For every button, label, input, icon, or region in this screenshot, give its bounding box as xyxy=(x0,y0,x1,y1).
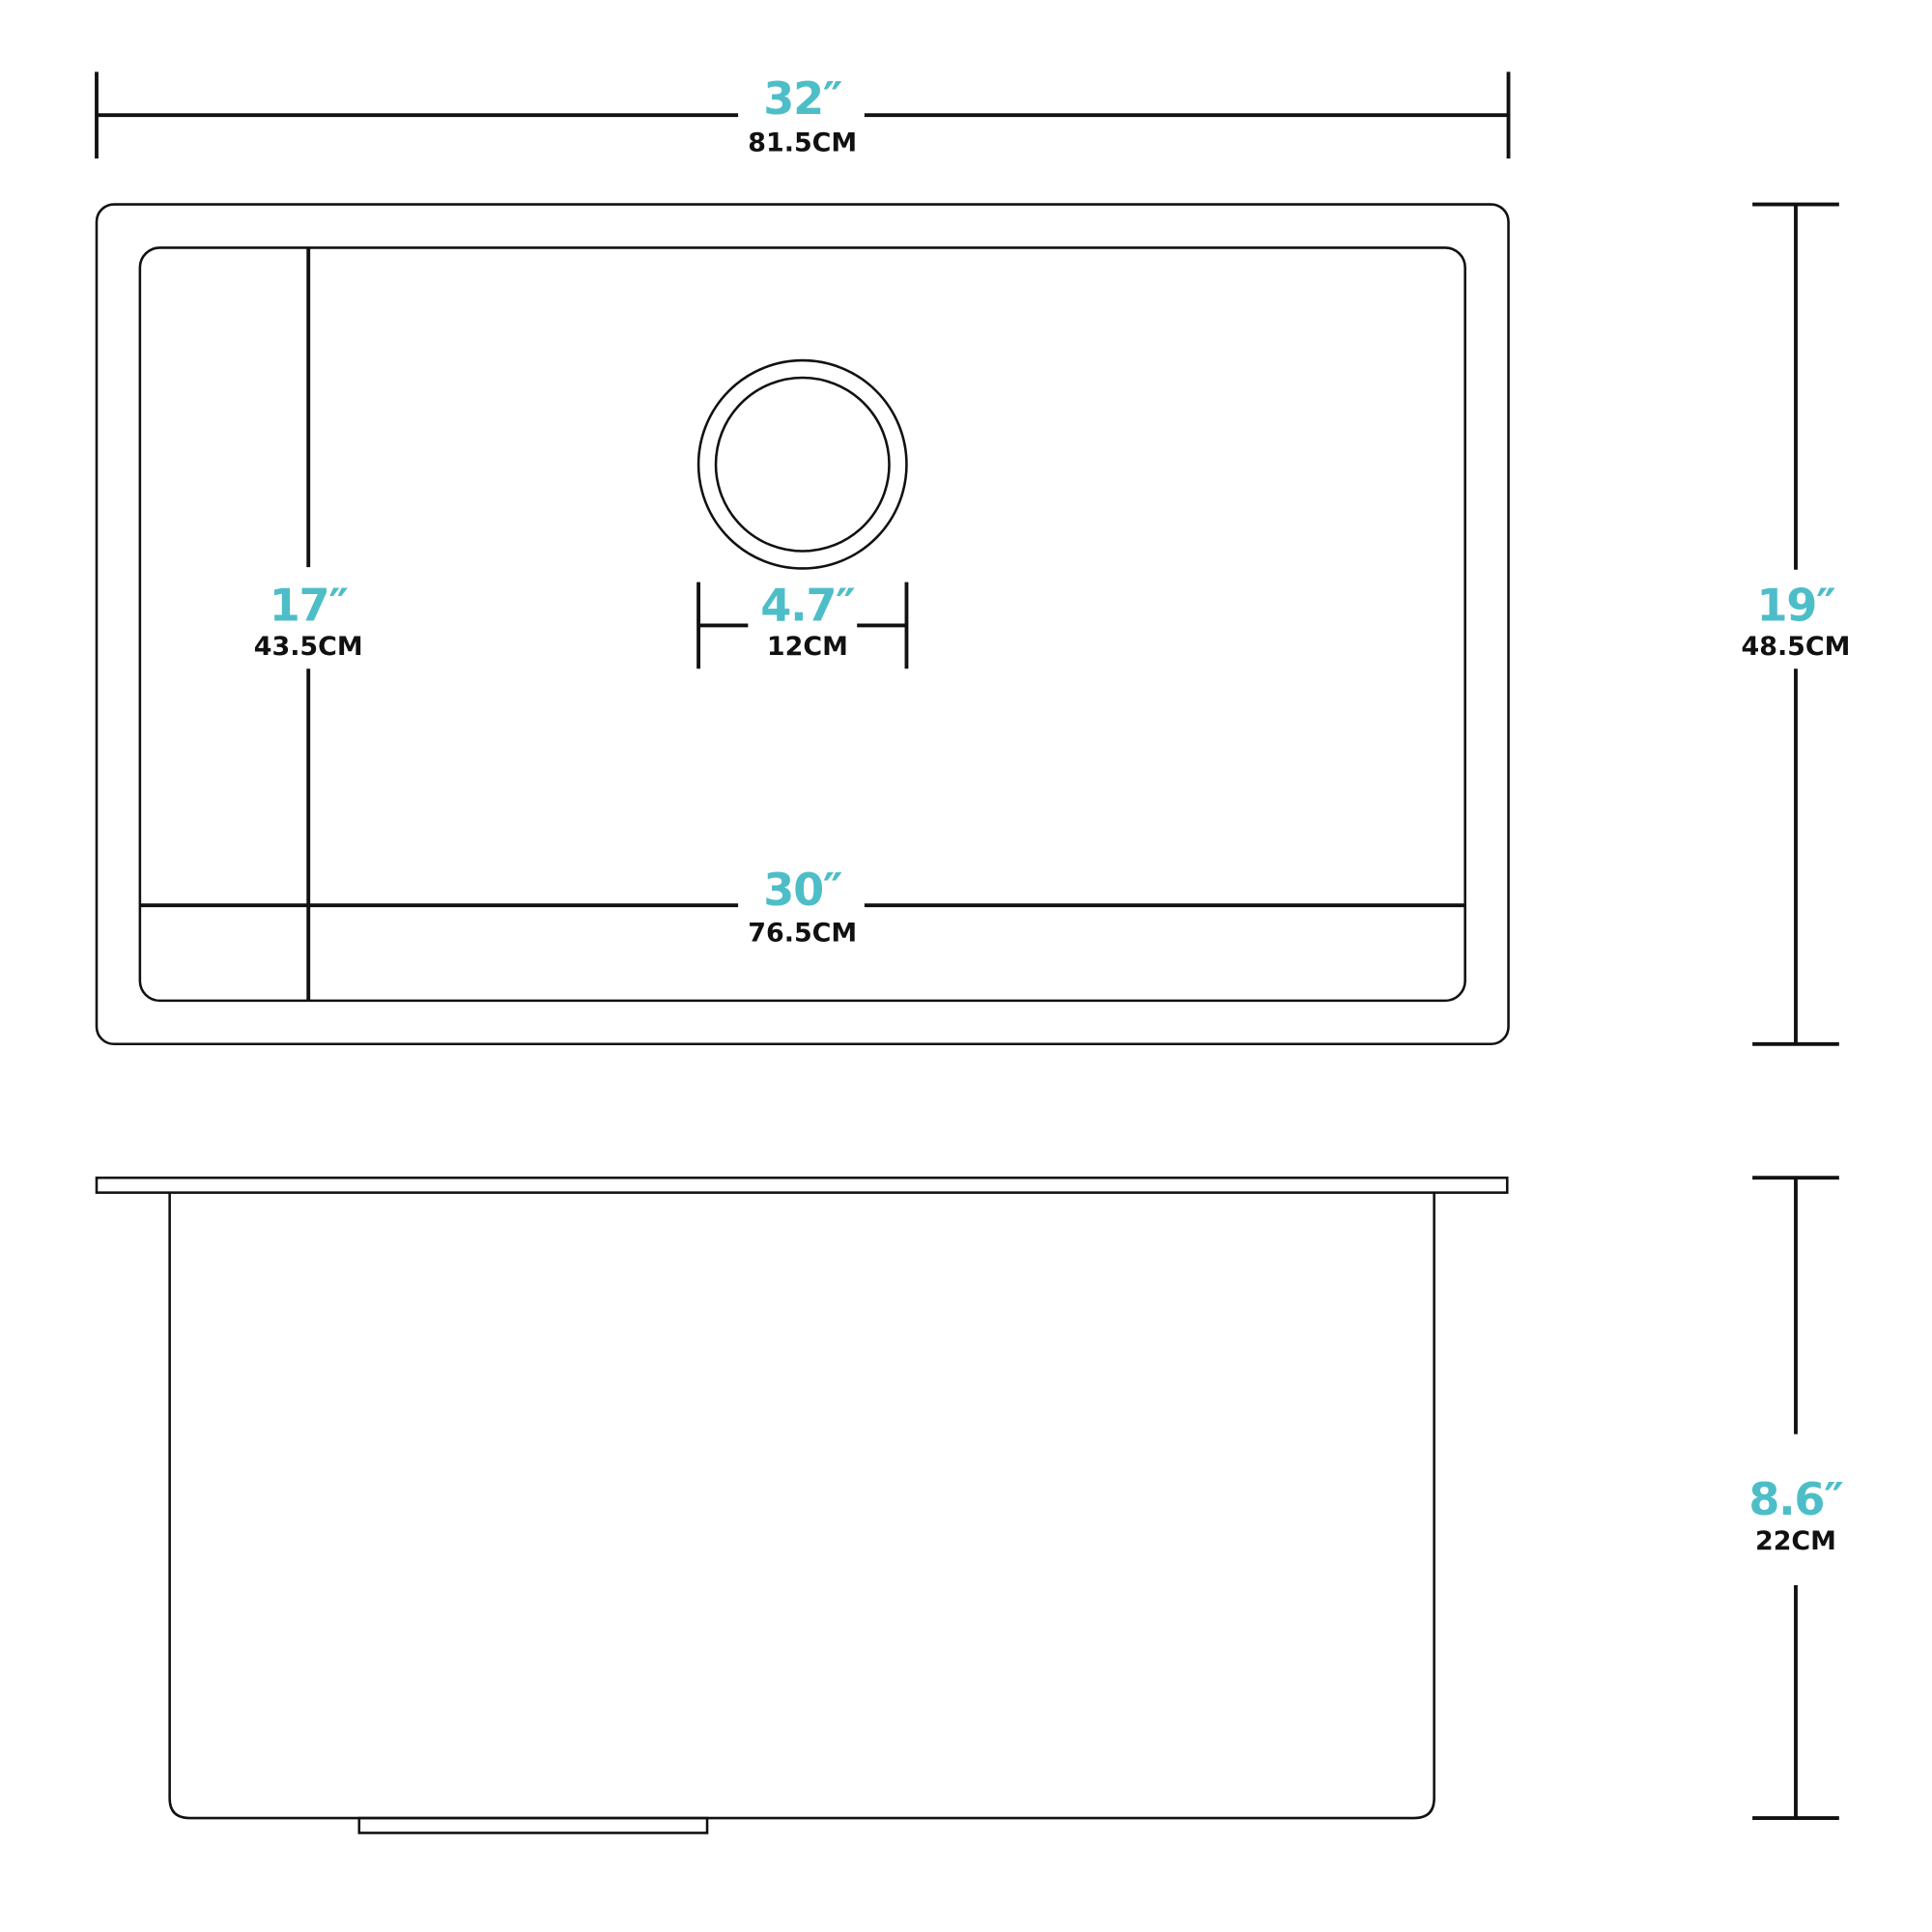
overall-width-cm: 81.5CM xyxy=(748,128,857,157)
overall-width-dimension: 32″ 81.5CM xyxy=(95,71,1511,159)
sink-outer-rim xyxy=(95,203,1510,1046)
bowl-height-inches: 8.6″ xyxy=(1748,1473,1843,1525)
bowl-depth-inches: 17″ xyxy=(270,579,349,631)
sink-side-view xyxy=(95,1176,1509,1834)
overall-depth-cm: 48.5CM xyxy=(1742,632,1851,662)
drain-outer-ring xyxy=(696,358,908,570)
sink-flange xyxy=(95,1176,1509,1194)
overall-width-inches: 32″ xyxy=(763,72,842,125)
sink-top-view xyxy=(95,203,1510,1046)
sink-bowl-side xyxy=(168,1192,1435,1820)
bowl-width-cm: 76.5CM xyxy=(748,918,857,948)
overall-depth-dimension: 19″ 48.5CM xyxy=(1742,202,1851,1046)
bowl-width-dimension: 30″ 76.5CM xyxy=(139,864,1465,948)
drain-outlet xyxy=(357,1816,709,1834)
drain-diameter-inches: 4.7″ xyxy=(760,579,855,631)
overall-depth-inches: 19″ xyxy=(1756,579,1835,631)
bowl-depth-cm: 43.5CM xyxy=(254,632,363,662)
bowl-depth-dimension: 17″ 43.5CM xyxy=(254,247,363,1001)
bowl-height-cm: 22CM xyxy=(1755,1526,1836,1556)
bowl-height-dimension: 8.6″ 22CM xyxy=(1748,1176,1845,1820)
sink-bowl-outline xyxy=(138,246,1466,1003)
bowl-width-inches: 30″ xyxy=(763,864,842,916)
drain-inner-ring xyxy=(714,376,891,553)
drain-diameter-dimension: 4.7″ 12CM xyxy=(696,579,909,669)
drain-diameter-cm: 12CM xyxy=(767,632,848,662)
